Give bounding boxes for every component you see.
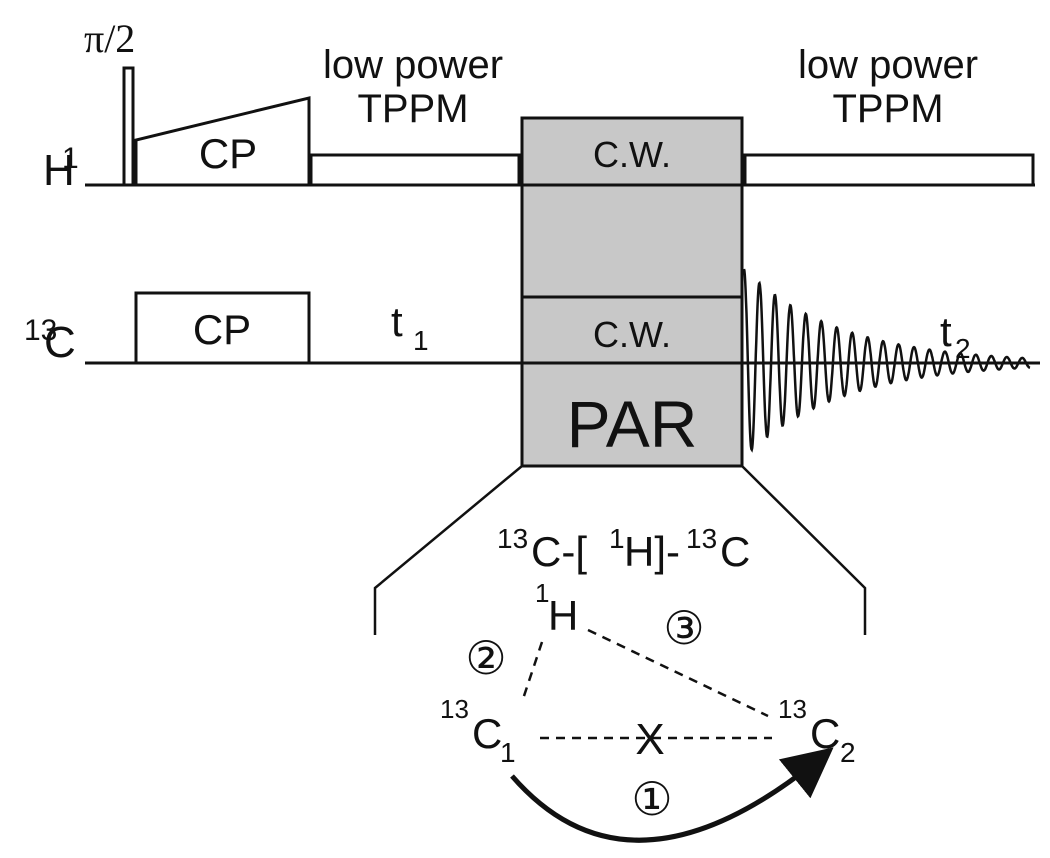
- pi-half-label: π/2: [84, 16, 135, 61]
- tppm-label-2-line2: TPPM: [832, 87, 943, 131]
- step-1-marker: ①: [631, 773, 672, 825]
- proton-tppm-decoupling-1: [309, 153, 521, 187]
- carbon-channel-label: C: [44, 318, 76, 367]
- tppm-label-2-line1: low power: [798, 43, 978, 87]
- blocked-transfer-mark: X: [635, 715, 664, 764]
- carbon-cp-label: CP: [193, 306, 251, 353]
- mech-title-c1-mass: 13: [497, 523, 528, 554]
- tppm-label-1-line1: low power: [323, 43, 503, 87]
- carbon-cp-block: [134, 291, 311, 365]
- mech-title-c2-symbol: C: [720, 528, 750, 575]
- mech-c2-subscript: 2: [840, 737, 856, 768]
- mech-title-h-mass: 1: [609, 523, 625, 554]
- step-2-marker: ②: [465, 632, 506, 684]
- polarization-transfer-arrow: [510, 747, 834, 843]
- fid-signal: [742, 268, 1031, 453]
- mech-c1-symbol: C: [472, 710, 502, 757]
- zoom-line-right: [741, 465, 867, 635]
- t1-label: t: [391, 298, 403, 345]
- par-label: PAR: [567, 387, 698, 461]
- proton-cp-label: CP: [199, 130, 257, 177]
- step-3-marker: ③: [663, 602, 704, 654]
- proton-cp-ramp: [134, 96, 311, 187]
- carbon-cw-label: C.W.: [593, 314, 671, 355]
- mech-title-c2-mass: 13: [686, 523, 717, 554]
- proton-channel-mass: 1: [62, 142, 79, 175]
- zoom-line-left: [373, 465, 523, 635]
- proton-pi-half-pulse: [122, 66, 135, 187]
- t2-label: t: [940, 308, 952, 355]
- carbon-channel-mass: 13: [24, 314, 57, 347]
- proton-cw-label: C.W.: [593, 134, 671, 175]
- mech-title-c1-symbol: C-[: [531, 528, 587, 575]
- mech-c2-symbol: C: [810, 710, 840, 757]
- coupling-h-c2: [587, 628, 769, 718]
- mech-c1-mass: 13: [440, 694, 469, 724]
- mech-title-h-symbol: H]-: [624, 528, 680, 575]
- mech-c2-mass: 13: [778, 694, 807, 724]
- par-mixing-block: [520, 116, 744, 468]
- tppm-label-1-line2: TPPM: [357, 87, 468, 131]
- coupling-c1-h: [520, 641, 544, 703]
- t1-subscript: 1: [413, 325, 429, 356]
- mech-h-mass: 1: [535, 578, 549, 608]
- mech-c1-subscript: 1: [500, 737, 516, 768]
- proton-tppm-decoupling-2: [743, 153, 1035, 187]
- proton-channel-label: H: [43, 146, 75, 195]
- mech-h-symbol: H: [548, 592, 578, 639]
